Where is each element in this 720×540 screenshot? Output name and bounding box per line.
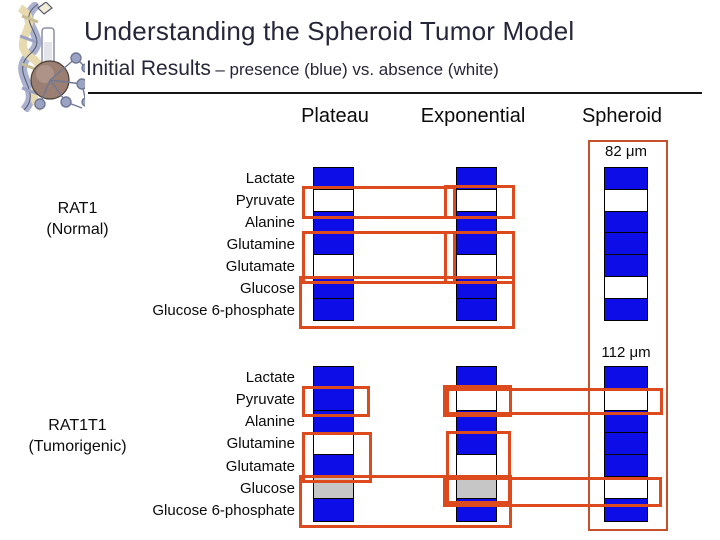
highlight-box-rat1t1-glutamine-glutamate-plateau	[302, 432, 372, 483]
group-label-rat1t1: RAT1T1 (Tumorigenic)	[0, 415, 155, 457]
cell-glutamine-blue	[604, 432, 648, 456]
highlight-box-rat1-glutamine-glutamate-exp	[444, 231, 515, 284]
cell-glucose-6-phosphate-blue	[456, 297, 497, 321]
cell-glutamine-blue	[604, 232, 648, 256]
cells-rat1-spheroid	[604, 167, 648, 321]
spheroid-size-rat1t1: 112 μm	[601, 344, 651, 361]
cell-lactate-blue	[604, 366, 648, 390]
highlight-box-rat1-glucose-g6p	[299, 276, 515, 329]
highlight-box-rat1t1-glucose-g6p	[299, 475, 512, 528]
metabolite-label-glutamate: Glutamate	[225, 257, 295, 275]
cell-glucose-6-phosphate-blue	[604, 297, 648, 321]
slide-subtitle: Initial Results – presence (blue) vs. ab…	[86, 57, 499, 81]
column-header-plateau: Plateau	[301, 105, 369, 127]
group-name: RAT1T1	[48, 417, 107, 434]
cells-rat1t1-spheroid	[604, 366, 648, 523]
group-label-rat1: RAT1 (Normal)	[15, 198, 140, 240]
cell-lactate-blue	[604, 167, 648, 191]
column-header-exponential: Exponential	[420, 105, 526, 127]
cell-glucose-6-phosphate-blue	[313, 498, 354, 523]
metabolite-label-glucose-6-phosphate: Glucose 6-phosphate	[152, 502, 295, 520]
group-qualifier: (Tumorigenic)	[28, 438, 127, 455]
cell-glutamate-blue	[604, 454, 648, 478]
cell-glucose-6-phosphate-blue	[313, 297, 354, 321]
metabolite-label-pyruvate: Pyruvate	[235, 390, 295, 408]
group-name: RAT1	[57, 200, 98, 217]
subtitle-lead: Initial Results	[86, 57, 211, 80]
metabolite-label-lactate: Lactate	[245, 368, 295, 386]
metabolite-label-glucose: Glucose	[239, 480, 295, 498]
highlight-box-rat1t1-pyruvate-exp	[443, 385, 512, 417]
metabolite-label-pyruvate: Pyruvate	[235, 191, 295, 209]
metabolite-label-lactate: Lactate	[245, 169, 295, 187]
column-header-spheroid: Spheroid	[581, 105, 663, 127]
metabolite-label-glutamine: Glutamine	[226, 235, 295, 253]
cell-glucose-white	[604, 275, 648, 300]
header-divider	[88, 92, 702, 94]
cell-glutamate-blue	[604, 254, 648, 278]
highlight-box-rat1-pyruvate-exp	[444, 185, 515, 219]
metabolite-label-alanine: Alanine	[244, 213, 295, 231]
highlight-box-rat1-glutamine-glutamate-left	[302, 231, 456, 284]
slide-title: Understanding the Spheroid Tumor Model	[84, 16, 575, 46]
metabolite-label-glutamate: Glutamate	[225, 457, 295, 475]
dna-flask-logo-icon	[17, 2, 85, 112]
subtitle-detail: – presence (blue) vs. absence (white)	[215, 60, 499, 79]
cell-alanine-blue	[604, 210, 648, 234]
highlight-box-rat1t1-pyruvate-plateau	[302, 386, 370, 417]
highlight-box-spheroid-column	[588, 140, 668, 531]
highlight-box-rat1t1-pyruvate-to-spheroid	[446, 388, 663, 415]
group-qualifier: (Normal)	[46, 221, 109, 238]
cell-pyruvate-white	[604, 188, 648, 213]
metabolite-label-glucose-6-phosphate: Glucose 6-phosphate	[152, 301, 295, 319]
highlight-box-rat1t1-glucose-to-spheroid	[443, 477, 662, 507]
metabolite-label-alanine: Alanine	[244, 413, 295, 431]
metabolite-label-glucose: Glucose	[239, 279, 295, 297]
metabolite-label-glutamine: Glutamine	[226, 435, 295, 453]
spheroid-size-rat1: 82 μm	[605, 143, 647, 160]
highlight-box-rat1t1-glutamine-glucose-exp	[446, 431, 511, 504]
highlight-box-rat1-pyruvate-left	[302, 186, 456, 219]
